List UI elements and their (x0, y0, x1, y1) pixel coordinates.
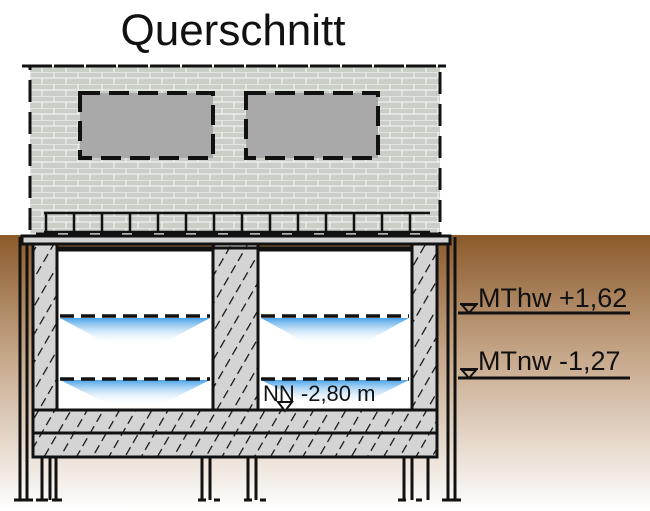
wall-center (211, 238, 260, 412)
wall-left (31, 238, 59, 412)
chambers (55, 248, 414, 412)
level-label: MThw +1,62 (478, 283, 627, 313)
level-mthw: MThw +1,62 (458, 283, 630, 315)
level-nn: NN -2,80 m (263, 381, 375, 413)
base-slab-upper (31, 408, 439, 435)
wall-right (410, 238, 439, 412)
level-triangle-icon (275, 401, 295, 413)
concrete-structure (20, 234, 452, 459)
building-facade (22, 64, 446, 236)
level-label: MTnw -1,27 (478, 346, 621, 376)
sheet-piles (14, 237, 461, 502)
level-mtnw: MTnw -1,27 (458, 346, 630, 380)
top-slab (20, 234, 452, 246)
railing (44, 211, 430, 234)
foundation-piles (36, 457, 430, 502)
base-slab-lower (31, 431, 439, 459)
window-left (78, 91, 215, 160)
window-right (244, 91, 380, 160)
nn-level-label: NN -2,80 m (263, 381, 375, 406)
title: Querschnitt (121, 6, 346, 55)
